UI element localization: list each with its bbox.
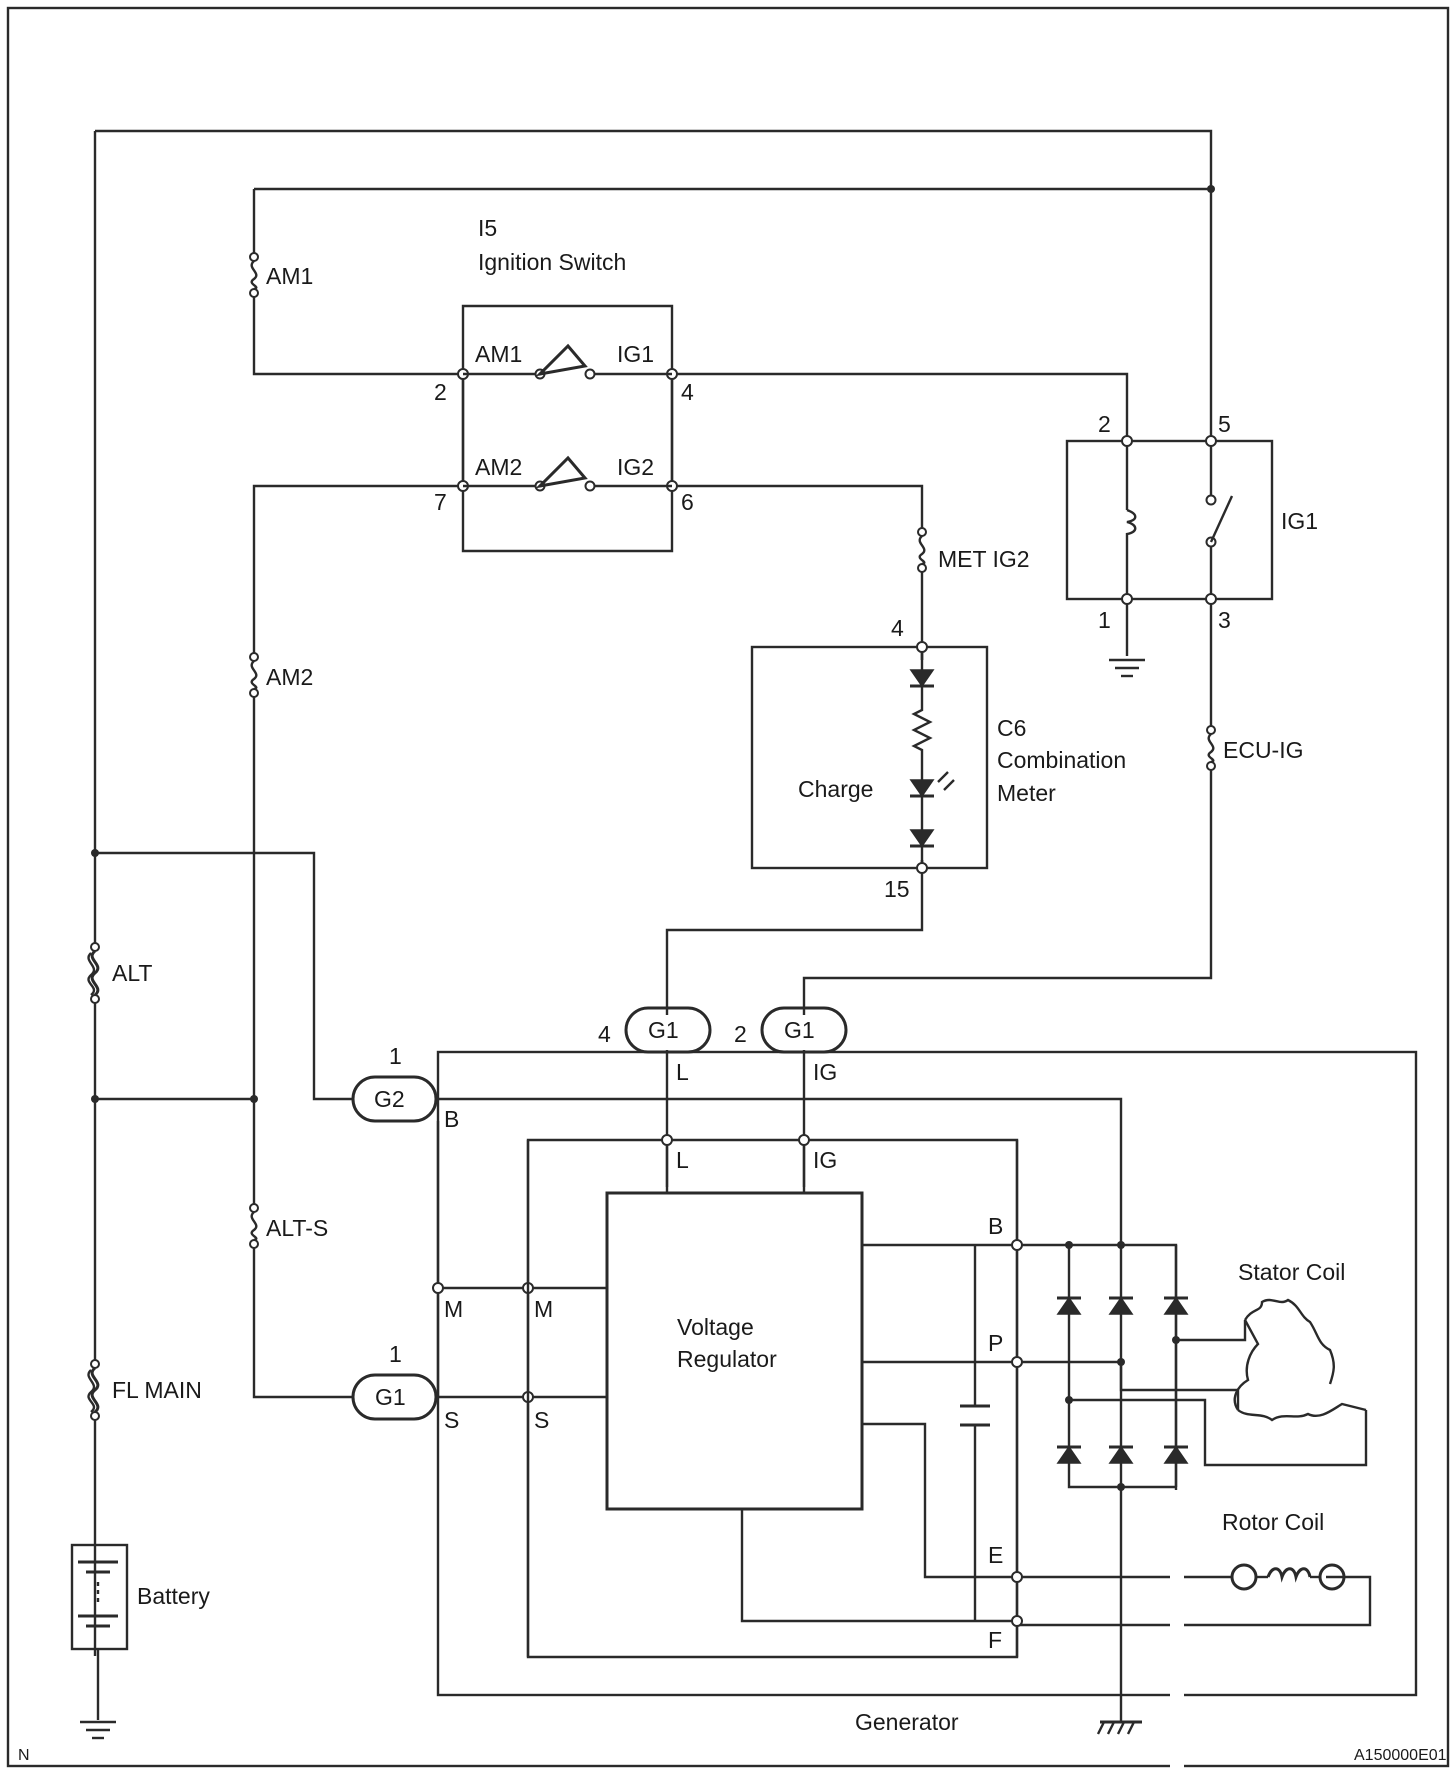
junction — [91, 1095, 99, 1103]
junction — [1207, 185, 1215, 193]
switch-contact-icon — [535, 455, 588, 489]
svg-text:G2: G2 — [374, 1086, 405, 1112]
pin-6: 6 — [681, 489, 694, 515]
ig1-relay: IG1 2 5 1 3 — [1065, 411, 1318, 678]
terminal-p: P — [988, 1330, 1003, 1356]
relay-coil-icon — [1125, 508, 1137, 540]
generator: Generator G1 4 G1 2 G2 1 G1 1 Vo — [351, 1006, 1418, 1735]
fuse-ecu-ig-icon — [1205, 724, 1217, 772]
figure-id: A150000E01 — [1354, 1747, 1447, 1764]
terminal-ig1-label: IG1 — [617, 341, 654, 367]
relay-pin-2: 2 — [1098, 411, 1111, 437]
diode-icon — [1162, 1445, 1190, 1465]
terminal-b: B — [988, 1213, 1003, 1239]
diode-icon — [1107, 1445, 1135, 1465]
fuse-alt-s-icon — [248, 1202, 260, 1250]
connector-g2: G2 1 — [351, 1043, 438, 1123]
rectifier-diodes — [1055, 1241, 1190, 1491]
fuse-alt-icon — [83, 941, 101, 1005]
fuse-am1-label: AM1 — [266, 263, 313, 289]
meter-name-1: Combination — [997, 747, 1126, 773]
terminal-m-inner: M — [534, 1296, 553, 1322]
junction — [250, 1095, 258, 1103]
corner-mark: N — [18, 1747, 30, 1764]
g1-ig-pin: 2 — [734, 1021, 747, 1047]
regulator-label-2: Regulator — [677, 1346, 777, 1372]
rectifier-frame — [1065, 1242, 1185, 1243]
connector-g1-ig: G1 2 — [734, 1006, 848, 1054]
relay-pin-1: 1 — [1098, 607, 1111, 633]
fuses: AM1 AM2 MET IG2 ECU-IG ALT-S ALT FL MAIN — [83, 251, 1304, 1422]
meter-pin-15: 15 — [884, 876, 910, 902]
fuse-am2-icon — [248, 651, 260, 699]
g2-pin: 1 — [389, 1043, 402, 1069]
meter-code: C6 — [997, 715, 1026, 741]
combination-meter: Charge C6 Combination Meter 4 15 — [750, 615, 1126, 902]
fuse-alt-label: ALT — [112, 960, 152, 986]
battery: Battery — [70, 1543, 210, 1740]
chassis-ground-icon — [1096, 1720, 1142, 1735]
terminal-ig-outer: IG — [813, 1059, 837, 1085]
fuse-alt-s-label: ALT-S — [266, 1215, 328, 1241]
relay-switch-icon — [1209, 495, 1234, 543]
ignition-switch-code: I5 — [478, 215, 497, 241]
connector-g1-l: G1 4 — [598, 1006, 712, 1054]
switch-contact-icon — [535, 343, 588, 377]
fuse-fl-main-icon — [83, 1358, 101, 1422]
fuse-met-ig2-icon — [916, 526, 928, 574]
stator-coil-label: Stator Coil — [1238, 1259, 1345, 1285]
g1-l-pin: 4 — [598, 1021, 611, 1047]
terminal-am2-label: AM2 — [475, 454, 522, 480]
terminal-b-outer: B — [444, 1106, 459, 1132]
svg-text:G1: G1 — [784, 1017, 815, 1043]
terminal-s-outer: S — [444, 1407, 459, 1433]
fuse-am1-icon — [248, 251, 260, 299]
terminal-l-outer: L — [676, 1059, 689, 1085]
generator-label: Generator — [855, 1709, 959, 1735]
ground-icon — [1109, 658, 1145, 678]
terminal-l-inner: L — [676, 1147, 689, 1173]
pin-2: 2 — [434, 379, 447, 405]
terminal-s-inner: S — [534, 1407, 549, 1433]
meter-name-2: Meter — [997, 780, 1056, 806]
terminal-ig-inner: IG — [813, 1147, 837, 1173]
frame — [6, 6, 1450, 1768]
charge-lamp-label: Charge — [798, 776, 873, 802]
ground-icon — [80, 1720, 116, 1740]
g1-s-pin: 1 — [389, 1341, 402, 1367]
fuse-am2-label: AM2 — [266, 664, 313, 690]
relay-pin-5: 5 — [1218, 411, 1231, 437]
fuse-fl-main-label: FL MAIN — [112, 1377, 202, 1403]
terminal-m-outer: M — [444, 1296, 463, 1322]
terminal-e: E — [988, 1542, 1003, 1568]
wires — [93, 129, 1372, 1776]
diode-icon — [1162, 1296, 1190, 1316]
connector-g1-s: G1 1 — [351, 1341, 438, 1421]
diode-icon — [1055, 1296, 1083, 1316]
relay-pin-3: 3 — [1218, 607, 1231, 633]
fuse-met-ig2-label: MET IG2 — [938, 546, 1030, 572]
terminal-f: F — [988, 1627, 1002, 1653]
pin-7: 7 — [434, 489, 447, 515]
diode-icon — [1107, 1296, 1135, 1316]
battery-label: Battery — [137, 1583, 210, 1609]
ignition-switch-label: Ignition Switch — [478, 249, 626, 275]
terminal-am1-label: AM1 — [475, 341, 522, 367]
pin-4: 4 — [681, 379, 694, 405]
junction — [91, 849, 99, 857]
diode-icon — [1055, 1445, 1083, 1465]
ignition-switch: I5 Ignition Switch AM1 IG1 AM2 IG2 2 4 7… — [434, 215, 694, 515]
stator-coil-icon — [1233, 1298, 1367, 1422]
meter-pin-4: 4 — [891, 615, 904, 641]
svg-text:G1: G1 — [375, 1384, 406, 1410]
relay-label: IG1 — [1281, 508, 1318, 534]
rotor-coil-label: Rotor Coil — [1222, 1509, 1324, 1535]
fuse-ecu-ig-label: ECU-IG — [1223, 737, 1304, 763]
terminal-ig2-label: IG2 — [617, 454, 654, 480]
rotor-coil-icon — [1230, 1563, 1346, 1591]
svg-text:G1: G1 — [648, 1017, 679, 1043]
regulator-label-1: Voltage — [677, 1314, 754, 1340]
